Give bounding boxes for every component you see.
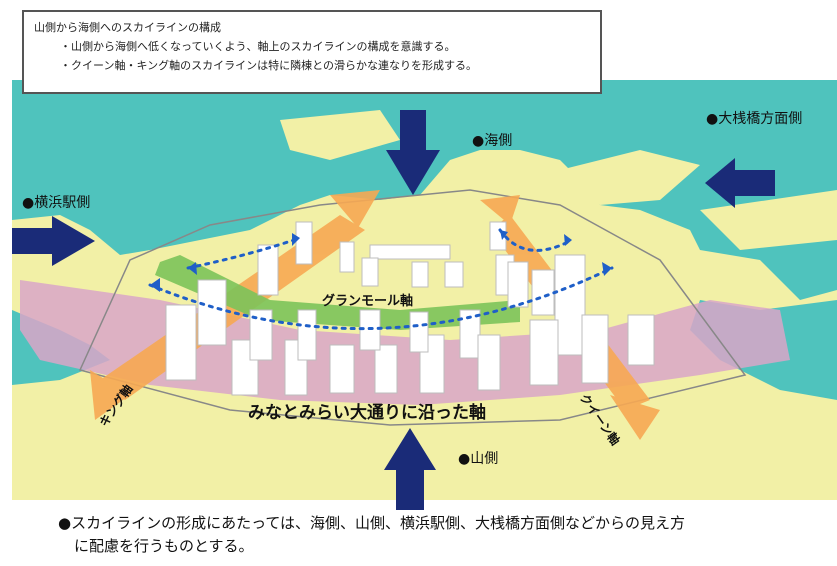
building	[197, 279, 227, 346]
skyline-arcs	[148, 228, 614, 331]
sea-area	[12, 80, 837, 300]
district-outline	[78, 189, 747, 426]
building	[295, 221, 313, 265]
building	[411, 261, 429, 288]
legend-line-2: ・クイーン軸・キング軸のスカイラインは特に隣棟との滑らかな連なりを形成する。	[60, 59, 478, 72]
building	[507, 261, 529, 308]
grand-mall-axis	[155, 255, 520, 330]
building	[297, 309, 317, 361]
building	[444, 261, 464, 288]
building	[165, 304, 197, 381]
land-finger	[560, 150, 700, 205]
mountain-side-arrow	[384, 428, 436, 510]
sea-side-arrow	[386, 110, 440, 195]
building	[531, 269, 555, 316]
label-grand-mall-axis: グランモール軸	[322, 294, 414, 309]
label-mountain-side: ●山側	[458, 451, 499, 467]
yokohama-arrow	[12, 216, 95, 266]
legend-box: 山側から海側へのスカイラインの構成 ・山側から海側へ低くなっていくよう、軸上のス…	[22, 10, 602, 94]
building	[477, 334, 501, 391]
legend-title: 山側から海側へのスカイラインの構成	[34, 21, 221, 34]
building	[627, 314, 655, 366]
land-finger-3	[280, 110, 400, 160]
view-arrows	[12, 110, 775, 510]
building	[554, 254, 586, 356]
building	[361, 257, 379, 287]
footer-note: ●スカイラインの形成にあたっては、海側、山側、横浜駅側、大桟橋方面側などからの見…	[58, 512, 828, 558]
label-osanbashi: ●大桟橋方面側	[706, 111, 803, 127]
building	[374, 344, 398, 394]
arc-arrowheads	[150, 230, 612, 292]
queen-arc	[498, 228, 574, 252]
footer-line-1: ●スカイラインの形成にあたっては、海側、山側、横浜駅側、大桟橋方面側などからの見…	[58, 514, 686, 532]
label-minato-mirai-axis: みなとみらい大通りに沿った軸	[248, 403, 486, 423]
building	[409, 311, 429, 353]
building	[339, 241, 355, 273]
footer-line-2: に配慮を行うものとする。	[74, 537, 254, 555]
outer-arc	[148, 266, 614, 331]
building	[529, 319, 559, 386]
building	[329, 344, 355, 394]
building	[369, 244, 451, 260]
king-arc	[186, 236, 302, 270]
building	[231, 339, 259, 396]
osanbashi-arrow	[705, 158, 775, 208]
legend-line-1: ・山側から海側へ低くなっていくよう、軸上のスカイラインの構成を意識する。	[60, 40, 456, 53]
label-sea-side: ●海側	[472, 133, 513, 149]
label-yokohama-station: ●横浜駅側	[22, 195, 91, 211]
building	[581, 314, 609, 384]
buildings	[165, 221, 655, 396]
building	[459, 309, 481, 359]
building	[249, 309, 273, 361]
building	[257, 244, 279, 296]
